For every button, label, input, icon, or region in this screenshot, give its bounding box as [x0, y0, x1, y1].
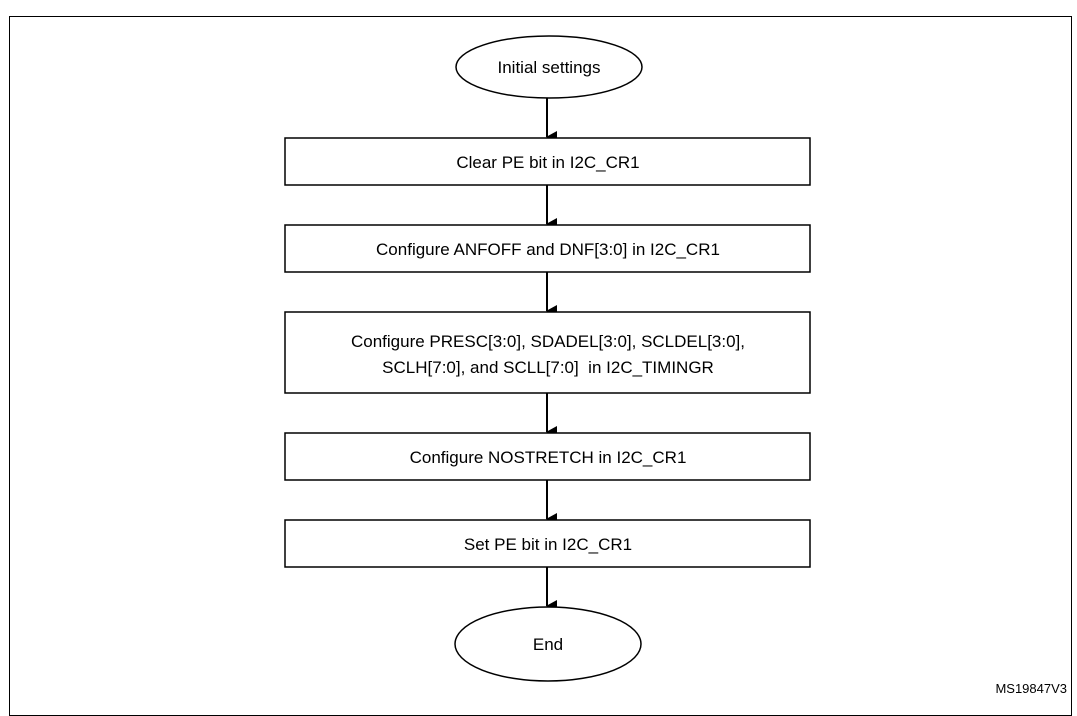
- node-set-pe: Set PE bit in I2C_CR1: [284, 519, 811, 568]
- document-code: MS19847V3: [995, 681, 1067, 696]
- node-timing: Configure PRESC[3:0], SDADEL[3:0], SCLDE…: [284, 311, 811, 394]
- node-set-pe-label: Set PE bit in I2C_CR1: [464, 535, 632, 554]
- node-nostretch: Configure NOSTRETCH in I2C_CR1: [284, 432, 811, 481]
- node-timing-label-line1: Configure PRESC[3:0], SDADEL[3:0], SCLDE…: [351, 332, 745, 351]
- node-anfoff-label: Configure ANFOFF and DNF[3:0] in I2C_CR1: [376, 240, 720, 259]
- node-clear-pe-label: Clear PE bit in I2C_CR1: [456, 153, 639, 172]
- node-nostretch-label: Configure NOSTRETCH in I2C_CR1: [410, 448, 687, 467]
- node-start-label: Initial settings: [498, 58, 601, 77]
- node-start: Initial settings: [455, 35, 643, 99]
- node-end-label: End: [533, 635, 563, 654]
- node-timing-label-line2: SCLH[7:0], and SCLL[7:0] in I2C_TIMINGR: [382, 358, 714, 377]
- node-end: End: [454, 606, 642, 682]
- node-anfoff: Configure ANFOFF and DNF[3:0] in I2C_CR1: [284, 224, 811, 273]
- node-clear-pe: Clear PE bit in I2C_CR1: [284, 137, 811, 186]
